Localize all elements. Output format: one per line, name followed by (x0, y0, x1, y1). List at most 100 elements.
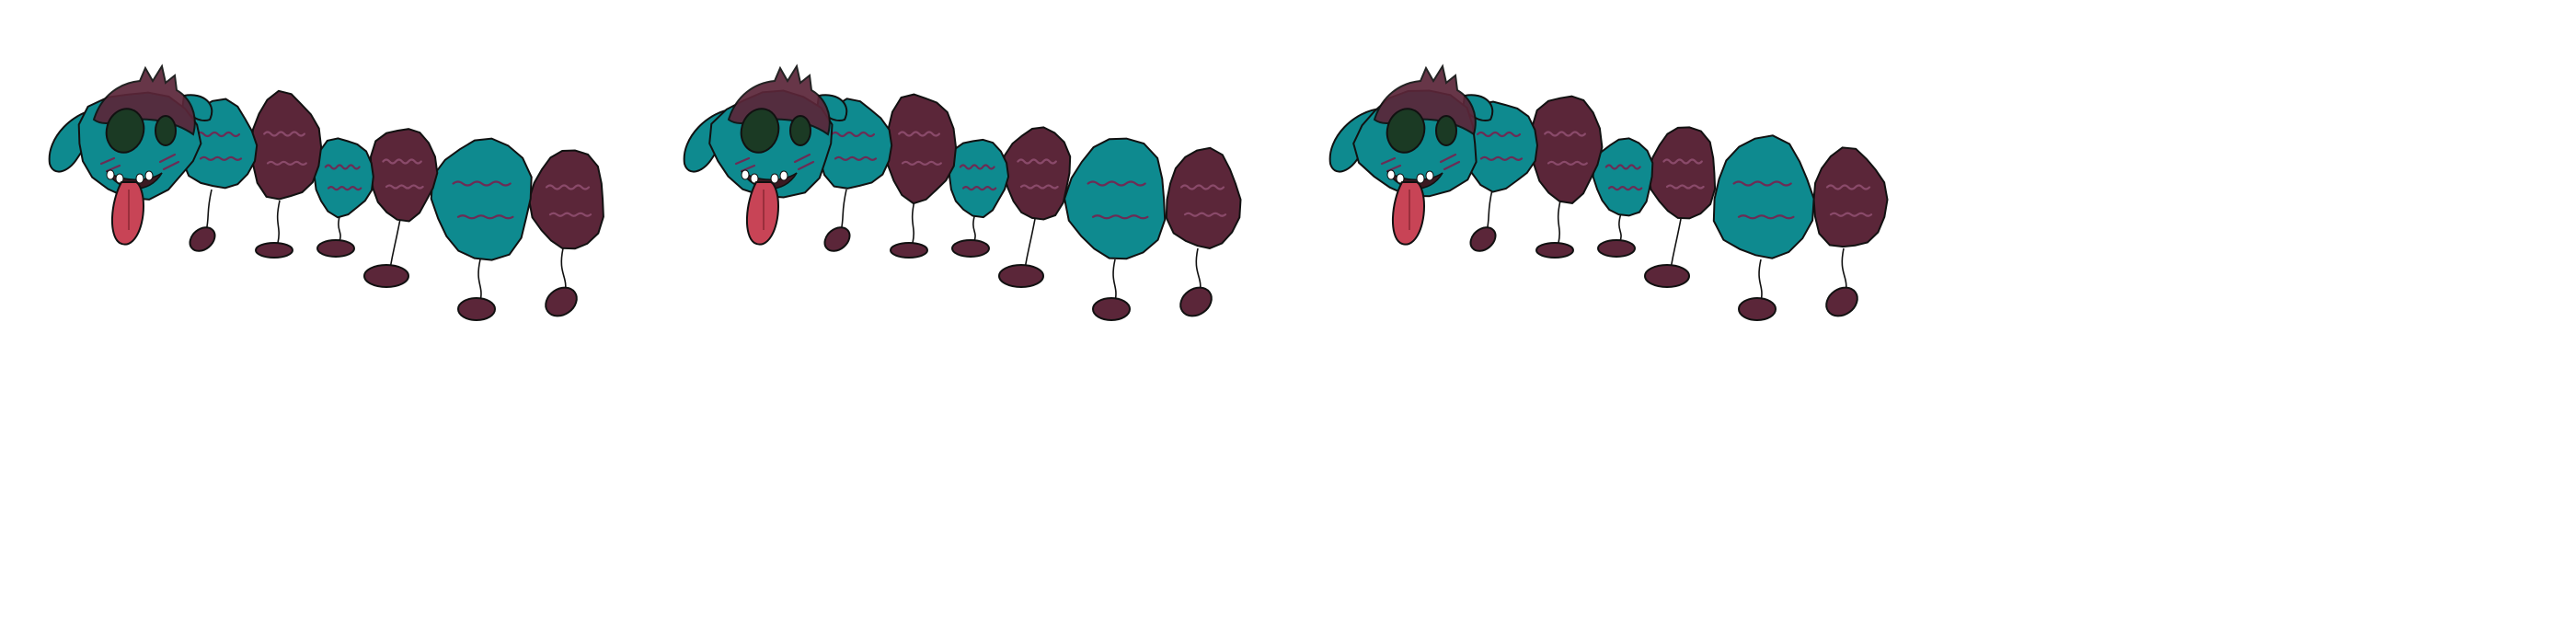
tooth-shape (115, 173, 124, 184)
body-segment (369, 128, 439, 223)
foot-shape (823, 226, 851, 252)
segment-marking (195, 131, 241, 138)
foot-shape (1825, 286, 1858, 317)
segment-marking (1547, 160, 1588, 166)
segment-marking (1607, 186, 1643, 191)
segment-marking (1732, 180, 1792, 187)
eye-icon (789, 115, 811, 146)
segment-marking (1662, 158, 1703, 165)
eye-icon (1435, 115, 1457, 146)
segment-marking (548, 212, 592, 217)
segment-marking (1183, 212, 1227, 217)
foot-shape (255, 242, 293, 259)
segment-marking (1479, 155, 1524, 161)
leg-line (840, 189, 847, 233)
segment-marking (961, 186, 997, 191)
caterpillar-svg (683, 63, 1242, 321)
segment-marking (959, 164, 995, 170)
eye-icon (1386, 108, 1426, 154)
leg-line (972, 213, 976, 242)
foot-shape (1738, 297, 1777, 321)
body-segment (430, 137, 533, 261)
caterpillar-svg (48, 63, 604, 321)
tongue-shape (110, 181, 145, 246)
segment-marking (1019, 184, 1059, 190)
body-segment (1592, 137, 1654, 217)
caterpillar-svg (1328, 63, 1889, 321)
leg-line (1557, 200, 1561, 244)
cheek-marking (793, 153, 815, 171)
segment-marking (1604, 164, 1641, 170)
body-segment (313, 137, 374, 219)
leg-line (205, 189, 213, 233)
tooth-shape (770, 173, 779, 184)
foot-shape (457, 297, 496, 321)
cheek-marking (158, 153, 180, 171)
segment-marking (1476, 131, 1522, 138)
tongue-shape (1391, 181, 1426, 246)
tooth-shape (1396, 173, 1405, 184)
foot-shape (1535, 242, 1574, 259)
body-segment (948, 138, 1010, 219)
eye-icon (740, 108, 780, 154)
tooth-shape (1386, 169, 1396, 180)
segment-marking (199, 155, 243, 161)
foot-shape (545, 286, 578, 317)
eye-icon (155, 115, 177, 146)
leg-line (276, 200, 281, 244)
segment-marking (1091, 214, 1149, 220)
foot-shape (316, 239, 355, 258)
segment-marking (1544, 131, 1586, 137)
foot-shape (951, 239, 990, 258)
foot-shape (189, 226, 216, 252)
tooth-shape (1416, 173, 1425, 184)
caterpillar-drawing-1 (37, 55, 626, 350)
body-segment (1712, 134, 1815, 259)
leg-line (1618, 213, 1622, 242)
leg-line (1670, 218, 1682, 270)
caterpillar-drawing-3 (1317, 55, 1906, 350)
segment-marking (382, 158, 422, 165)
tooth-shape (1425, 170, 1434, 181)
tooth-shape (106, 169, 115, 180)
segment-marking (266, 160, 307, 166)
body-segment (1647, 126, 1717, 220)
body-segment (528, 149, 604, 250)
segment-marking (324, 164, 361, 170)
leg-line (477, 259, 482, 303)
tooth-shape (750, 173, 759, 184)
segment-marking (898, 131, 940, 137)
segment-marking (1825, 184, 1871, 190)
leg-line (389, 218, 401, 270)
segment-marking (901, 160, 942, 166)
leg-line (1112, 259, 1117, 303)
leg-line (1758, 259, 1763, 303)
leg-line (1486, 189, 1493, 233)
leg-line (911, 200, 915, 244)
body-segment (1064, 137, 1167, 260)
body-segment (1165, 146, 1242, 249)
segment-marking (1179, 184, 1225, 190)
segment-marking (830, 131, 876, 138)
body-segment (1530, 95, 1604, 204)
tooth-shape (779, 170, 788, 181)
leg-line (1024, 218, 1036, 270)
foot-shape (1179, 286, 1213, 317)
caterpillar-drawing-2 (672, 55, 1260, 350)
cheek-marking (1439, 153, 1461, 171)
body-segment (1002, 126, 1072, 221)
segment-marking (1829, 212, 1873, 217)
tooth-shape (135, 173, 144, 184)
foot-shape (890, 242, 928, 259)
foot-shape (1597, 239, 1636, 258)
segment-marking (1017, 158, 1057, 165)
segment-marking (545, 184, 591, 190)
segment-marking (452, 180, 512, 187)
foot-shape (998, 264, 1044, 288)
segment-marking (1737, 214, 1795, 220)
foot-shape (1644, 264, 1690, 288)
segment-marking (1665, 184, 1705, 190)
body-segment (884, 93, 958, 205)
eye-icon (105, 108, 145, 154)
